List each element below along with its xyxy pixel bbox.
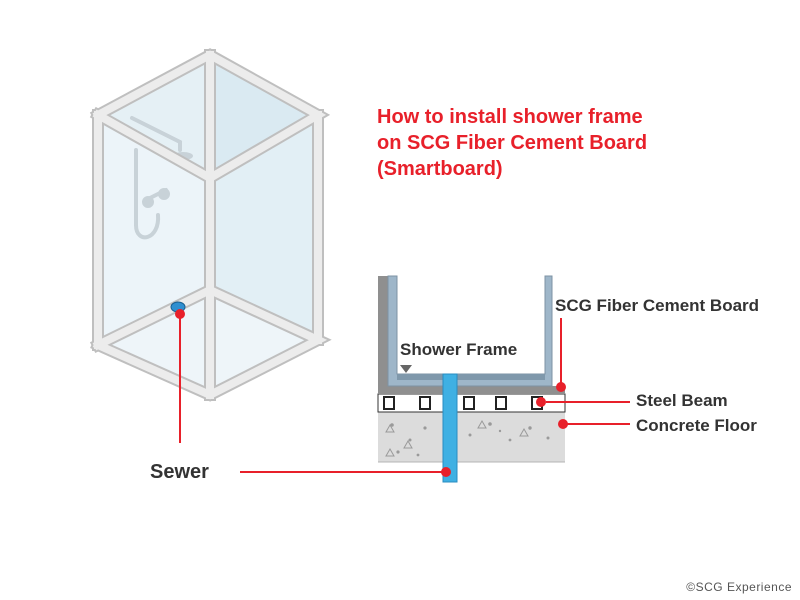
shower-frame-marker-icon — [400, 365, 412, 373]
sewer-label: Sewer — [150, 461, 209, 483]
sewer-pipe — [442, 373, 458, 483]
fiber-cement-board-label: SCG Fiber Cement Board — [555, 296, 760, 315]
shower-frame-label: Shower Frame — [400, 340, 518, 359]
concrete-floor — [378, 412, 565, 462]
fiber-cement-board-base — [378, 386, 565, 394]
title-line-2: on SCG Fiber Cement Board — [377, 132, 648, 154]
concrete-floor-label: Concrete Floor — [636, 416, 757, 435]
title-line-3: (Smartboard) — [377, 158, 503, 180]
diagram-title: How to install shower frame on SCG Fiber… — [377, 104, 647, 182]
title-line-1: How to install shower frame — [377, 106, 643, 128]
cross-section — [377, 275, 566, 483]
fiber-cement-board-wall — [378, 276, 388, 394]
sewer-pipe-leader-dot — [441, 467, 451, 477]
shower-enclosure — [89, 48, 332, 402]
leader-lines — [179, 314, 630, 473]
copyright-text: ©SCG Experience — [686, 580, 792, 594]
steel-beam-label: Steel Beam — [636, 391, 728, 410]
floor-leader-dot — [558, 419, 568, 429]
shower-frame-tray — [387, 275, 553, 387]
drain-leader-dot — [175, 309, 185, 319]
shower-mixer-icon — [134, 148, 170, 240]
board-leader-dot — [556, 382, 566, 392]
beam-leader-dot — [536, 397, 546, 407]
